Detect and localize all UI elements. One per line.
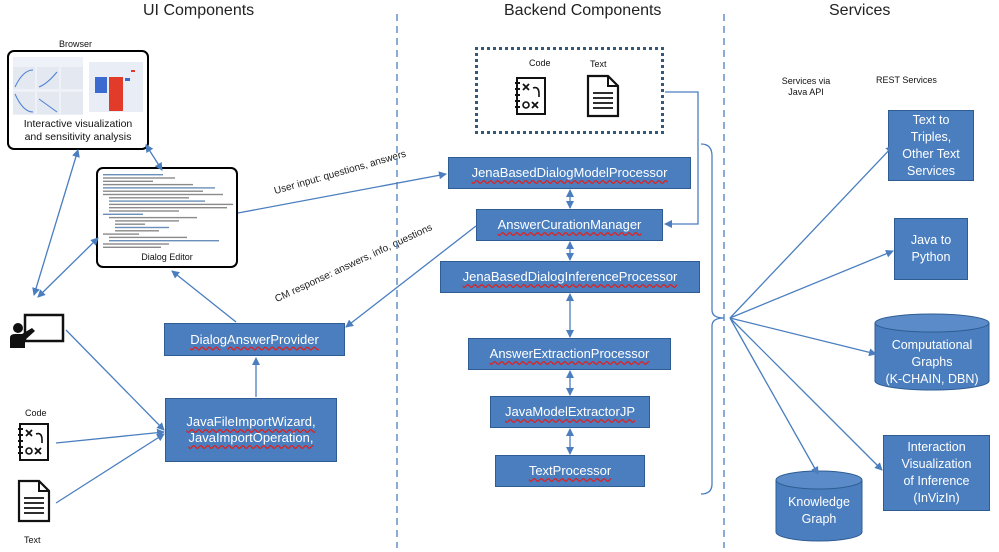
dialog-inference-processor-label: JenaBasedDialogInferenceProcessor bbox=[462, 269, 678, 284]
browser-caption-line2: and sensitivity analysis bbox=[24, 131, 132, 143]
dialog-editor-frame: Dialog Editor bbox=[96, 167, 238, 268]
header-backend-components: Backend Components bbox=[504, 2, 662, 19]
java-model-extractor-label: JavaModelExtractorJP bbox=[504, 404, 636, 419]
text-file-icon bbox=[17, 479, 51, 523]
dialog-model-processor-label: JenaBasedDialogModelProcessor bbox=[471, 165, 668, 180]
computational-graphs-cylinder: Computational Graphs (K-CHAIN, DBN) bbox=[874, 313, 990, 391]
text-to-triples-line4: Services bbox=[907, 163, 955, 178]
dialog-editor-label: Dialog Editor bbox=[141, 252, 193, 262]
arrow-presenter-editor bbox=[37, 237, 99, 298]
browser-label: Browser bbox=[59, 39, 93, 49]
java-import-line2: JavaImportOperation, bbox=[188, 430, 314, 445]
browser-caption-line1: Interactive visualization bbox=[23, 118, 133, 130]
arrow-to-knowledge-graph bbox=[729, 317, 819, 475]
invizin-box: Interaction Visualization of Inference (… bbox=[883, 435, 990, 511]
java-api-label-line2: Java API bbox=[788, 87, 824, 97]
header-ui-components: UI Components bbox=[143, 2, 255, 19]
presenter-icon bbox=[10, 313, 65, 348]
knowledge-graph-line1: Knowledge bbox=[788, 495, 850, 509]
computational-graphs-line1: Computational bbox=[891, 338, 973, 352]
java-model-extractor-box: JavaModelExtractorJP bbox=[490, 396, 650, 428]
java-api-label: Services via Java API bbox=[776, 76, 836, 98]
backend-code-file-icon bbox=[515, 77, 546, 115]
text-to-triples-line2: Triples, bbox=[910, 129, 952, 144]
arrow-presenter-browser bbox=[32, 149, 80, 296]
text-processor-box: TextProcessor bbox=[495, 455, 645, 487]
java-import-box: JavaFileImportWizard, JavaImportOperatio… bbox=[165, 398, 337, 462]
java-to-python-line1: Java to bbox=[910, 233, 952, 247]
answer-curation-manager-box: AnswerCurationManager bbox=[476, 209, 663, 241]
arrow-inputs-acm bbox=[664, 91, 699, 228]
answer-curation-manager-label: AnswerCurationManager bbox=[497, 217, 642, 232]
arrow-to-text-to-triples bbox=[729, 145, 894, 319]
text-processor-label: TextProcessor bbox=[528, 463, 612, 478]
input-text-label: Text bbox=[24, 535, 41, 545]
input-code-label: Code bbox=[25, 408, 47, 418]
dialog-editor-thumbnail bbox=[103, 174, 233, 248]
rest-services-label: REST Services bbox=[876, 75, 937, 85]
dialog-model-processor-box: JenaBasedDialogModelProcessor bbox=[448, 157, 691, 189]
arrow-to-java-to-python bbox=[729, 249, 894, 319]
invizin-line1: Interaction bbox=[907, 440, 966, 454]
backend-bracket bbox=[700, 143, 725, 495]
text-to-triples-line3: Other Text bbox=[902, 146, 960, 161]
backend-input-box: Code Text bbox=[475, 47, 664, 134]
backend-text-file-icon bbox=[586, 74, 620, 118]
computational-graphs-line2: Graphs bbox=[911, 355, 953, 369]
dialog-answer-provider-label: DialogAnswerProvider bbox=[190, 331, 319, 347]
knowledge-graph-line2: Graph bbox=[801, 512, 837, 526]
arrow-to-invizin bbox=[729, 317, 883, 471]
java-to-python-line2: Python bbox=[911, 250, 951, 264]
arrow-cm-response bbox=[345, 225, 477, 328]
java-api-label-line1: Services via bbox=[781, 76, 831, 86]
computational-graphs-line3: (K-CHAIN, DBN) bbox=[885, 372, 979, 386]
arrow-to-computational-graphs bbox=[729, 317, 877, 357]
code-file-icon bbox=[18, 423, 49, 461]
header-services: Services bbox=[829, 2, 891, 19]
dialog-inference-processor-box: JenaBasedDialogInferenceProcessor bbox=[440, 261, 700, 293]
backend-text-label: Text bbox=[590, 59, 607, 69]
text-to-triples-line1: Text to bbox=[912, 112, 950, 127]
arrow-browser-editor bbox=[145, 144, 163, 171]
arrow-code-import bbox=[55, 428, 165, 444]
java-to-python-box: Java to Python bbox=[894, 218, 968, 280]
java-import-line1: JavaFileImportWizard, bbox=[186, 414, 316, 429]
answer-extraction-processor-label: AnswerExtractionProcessor bbox=[489, 346, 650, 361]
arrow-user-input bbox=[237, 171, 447, 214]
arrow-presenter-import bbox=[65, 329, 165, 431]
backend-code-label: Code bbox=[529, 58, 551, 68]
knowledge-graph-cylinder: Knowledge Graph bbox=[775, 470, 863, 542]
invizin-line3: of Inference bbox=[903, 474, 970, 488]
browser-thumbnail bbox=[13, 57, 143, 115]
arrow-provider-editor bbox=[171, 270, 237, 323]
dialog-answer-provider-box: DialogAnswerProvider bbox=[164, 323, 345, 356]
answer-extraction-processor-box: AnswerExtractionProcessor bbox=[468, 338, 671, 370]
invizin-line4: (InVizIn) bbox=[913, 491, 960, 505]
arrow-text-import bbox=[55, 433, 165, 504]
browser-frame: Interactive visualization and sensitivit… bbox=[7, 50, 149, 150]
invizin-line2: Visualization bbox=[901, 457, 972, 471]
